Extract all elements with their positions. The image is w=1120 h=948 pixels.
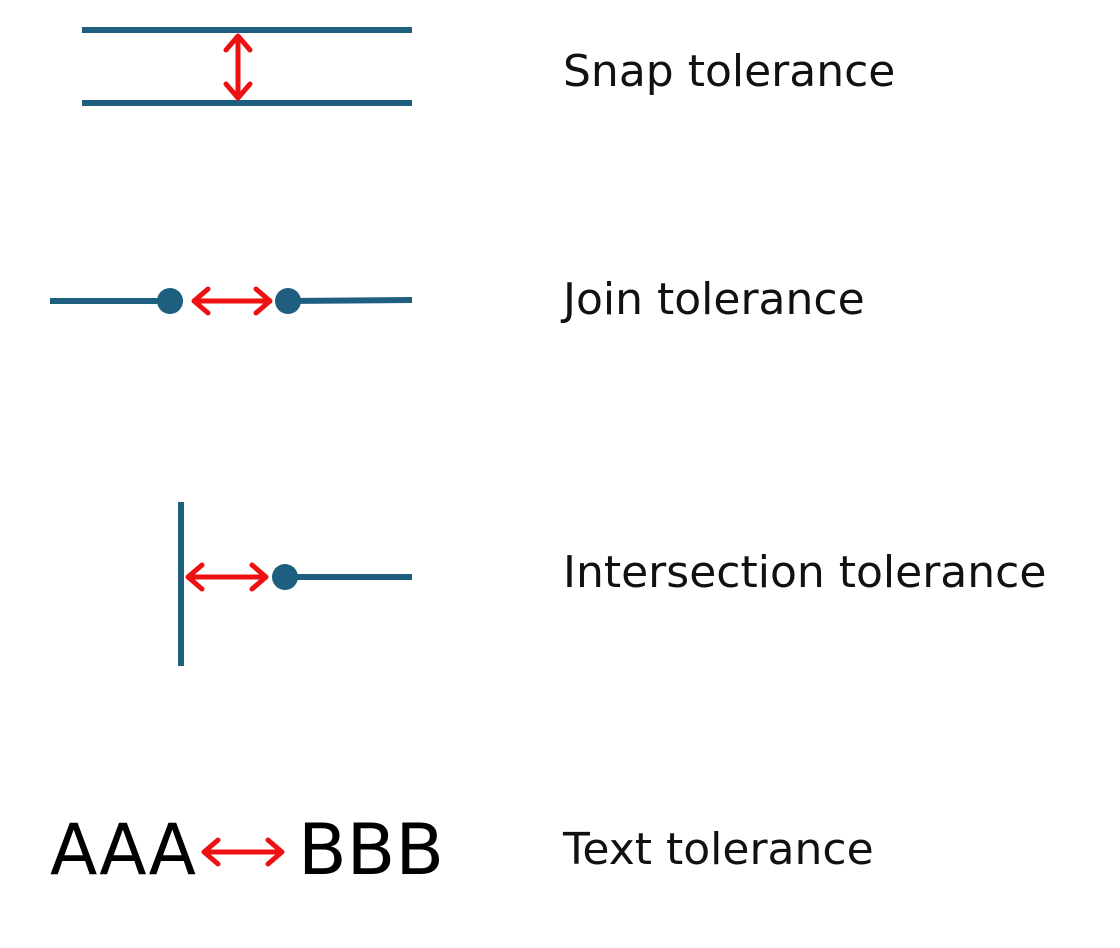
sample-text-right: BBB — [298, 809, 444, 891]
intersection-tolerance-label: Intersection tolerance — [563, 547, 1046, 598]
join-right-line — [287, 297, 413, 304]
snap-double-arrow — [223, 33, 253, 101]
sample-text-left: AAA — [50, 809, 196, 891]
text-tolerance-figure: AAA BBB — [50, 809, 444, 891]
text-tolerance-label: Text tolerance — [562, 824, 874, 875]
join-tolerance-figure — [50, 286, 413, 316]
intersection-double-arrow — [185, 562, 269, 592]
snap-tolerance-figure — [82, 27, 412, 106]
join-tolerance-label: Join tolerance — [560, 274, 865, 325]
snap-tolerance-label: Snap tolerance — [563, 46, 895, 97]
join-double-arrow — [191, 286, 273, 316]
intersection-tolerance-figure — [178, 502, 412, 666]
join-left-endpoint — [157, 288, 183, 314]
text-double-arrow — [201, 837, 285, 867]
